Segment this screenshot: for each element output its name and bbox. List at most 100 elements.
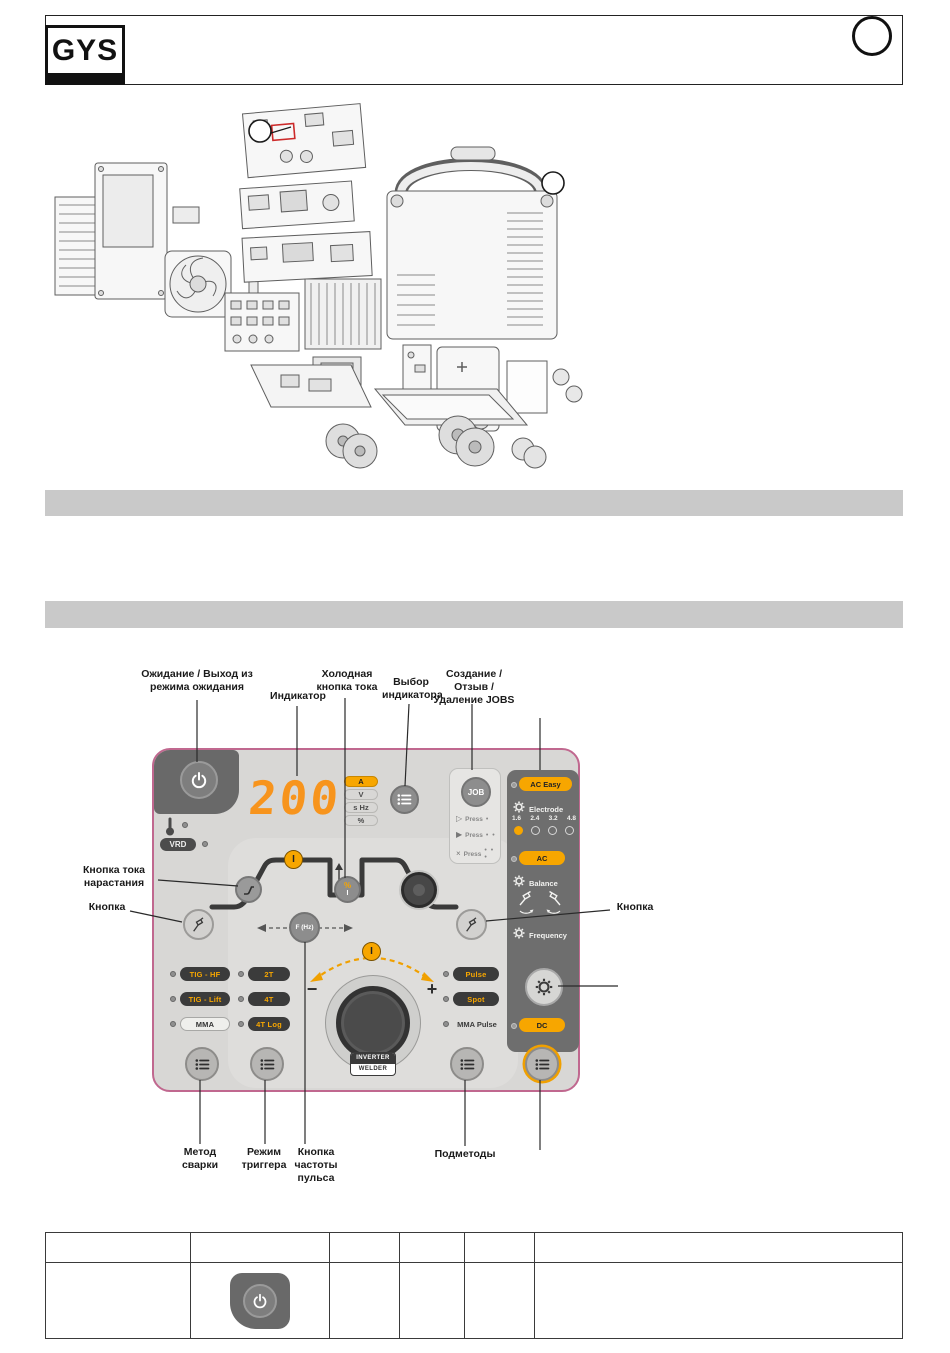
mode-mma: MMA	[180, 1017, 230, 1031]
dc-label: DC	[519, 1018, 565, 1032]
mode-led	[238, 971, 244, 977]
secondary-knob[interactable]	[401, 872, 437, 908]
ac-settings-panel: AC Easy Electrode 1.6 2.4 3.2 4.8 AC Bal…	[507, 770, 579, 1052]
thermal-icon	[164, 816, 176, 841]
table-cell	[46, 1263, 191, 1338]
table-header-cell	[191, 1233, 331, 1262]
section-header-bar-2	[45, 601, 903, 628]
callout-ramp: Кнопка тока нарастания	[82, 864, 146, 890]
settings-gear-button[interactable]	[525, 968, 563, 1006]
mode-tig-hf: TIG - HF	[180, 967, 230, 981]
dc-led	[511, 1023, 517, 1029]
minus-sign: −	[306, 979, 318, 999]
exploded-callout-circle-1	[248, 119, 272, 143]
job-label: JOB	[467, 787, 485, 797]
callout-standby: Ожидание / Выход из режима ожидания	[141, 668, 253, 694]
job-button[interactable]: JOB	[461, 777, 491, 807]
mode-led	[443, 971, 449, 977]
menu-list-icon	[535, 1058, 549, 1070]
upslope-button[interactable]	[235, 876, 262, 903]
table-header-cell	[400, 1233, 466, 1262]
plus-sign: +	[426, 979, 438, 999]
table-cell	[400, 1263, 466, 1338]
callout-button-right: Кнопка	[616, 901, 654, 913]
callout-cold-current: Холодная кнопка тока	[316, 668, 378, 694]
mode-pulse: Pulse	[453, 967, 499, 981]
current-display: 200	[246, 771, 344, 825]
job-recall-icon: ▷	[456, 814, 463, 823]
logo-label: GYS	[51, 33, 119, 67]
torch-icon	[192, 916, 203, 932]
job-group: JOB ▷ Press • ▶ Press • • × Press • • •	[449, 768, 501, 864]
job-press-row: ▷ Press •	[456, 814, 490, 823]
mode-2t: 2T	[248, 967, 290, 981]
gys-logo: GYS	[45, 25, 125, 85]
power-icon	[253, 1293, 267, 1308]
knob-current-marker: I	[362, 942, 381, 961]
power-button[interactable]	[180, 761, 218, 799]
inverter-welder-badge: INVERTER WELDER	[350, 1052, 396, 1076]
unit-amps: A	[344, 776, 378, 787]
cold-i-label: I	[346, 890, 349, 897]
control-panel: VRD 200 A V s Hz % JOB ▷ Press • ▶ Press…	[152, 748, 580, 1092]
table-header-cell	[46, 1233, 191, 1262]
mode-tig-lift: TIG - Lift	[180, 992, 230, 1006]
trigger-menu-button[interactable]	[250, 1047, 284, 1081]
submethods-menu-button[interactable]	[450, 1047, 484, 1081]
callout-indicator: Индикатор	[270, 690, 326, 702]
section-header-bar-1	[45, 490, 903, 516]
cold-current-button[interactable]: % I	[334, 876, 361, 903]
mode-4t: 4T	[248, 992, 290, 1006]
balance-torch-icons	[517, 890, 563, 921]
table-cell	[191, 1263, 331, 1338]
knob-cap	[413, 884, 425, 896]
power-icon	[191, 772, 207, 789]
gear-icon	[535, 978, 553, 996]
mode-led	[170, 971, 176, 977]
menu-list-icon	[460, 1058, 474, 1070]
torch-button-right[interactable]	[456, 909, 487, 940]
vrd-label: VRD	[169, 840, 187, 849]
table-row	[46, 1263, 902, 1338]
menu-list-icon	[260, 1058, 274, 1070]
mode-mma-pulse: MMA Pulse	[457, 1020, 497, 1029]
mode-led	[443, 996, 449, 1002]
table-cell	[465, 1263, 535, 1338]
callout-method: Метод сварки	[181, 1146, 219, 1172]
mode-4t-log: 4T Log	[248, 1017, 290, 1031]
settings-menu-button-highlighted[interactable]	[525, 1047, 559, 1081]
logo-bar	[48, 73, 122, 82]
gear-icon	[513, 874, 525, 892]
vrd-led	[202, 841, 208, 847]
mode-spot: Spot	[453, 992, 499, 1006]
vrd-indicator: VRD	[160, 838, 196, 851]
table-cell	[535, 1263, 902, 1338]
torch-button-left[interactable]	[183, 909, 214, 940]
gear-icon	[513, 926, 525, 944]
unit-seconds-hertz: s Hz	[344, 802, 378, 813]
current-marker: I	[284, 850, 303, 869]
mode-led	[238, 1021, 244, 1027]
menu-list-icon	[397, 794, 412, 805]
unit-volts: V	[344, 789, 378, 800]
current-knob[interactable]	[336, 986, 410, 1060]
menu-list-icon	[195, 1058, 209, 1070]
mode-led	[170, 996, 176, 1002]
callout-jobs: Создание / Отзыв / Удаление JOBS	[433, 668, 515, 707]
gear-icon	[513, 800, 525, 818]
job-press-row: × Press • • •	[456, 847, 495, 861]
table-header-cell	[330, 1233, 401, 1262]
legend-table	[45, 1232, 903, 1339]
size-led	[548, 826, 557, 835]
power-button-illustration	[229, 1272, 290, 1329]
header-circle	[852, 16, 892, 56]
display-select-button[interactable]	[390, 785, 419, 814]
method-menu-button[interactable]	[185, 1047, 219, 1081]
callout-trigger: Режим триггера	[241, 1146, 287, 1172]
badge-line-1: INVERTER	[351, 1053, 395, 1064]
mode-led	[443, 1021, 449, 1027]
ac-led	[511, 856, 517, 862]
electrode-size-leds	[514, 826, 574, 835]
upslope-icon	[243, 885, 254, 895]
pulse-frequency-button[interactable]: F (Hz)	[289, 912, 320, 943]
